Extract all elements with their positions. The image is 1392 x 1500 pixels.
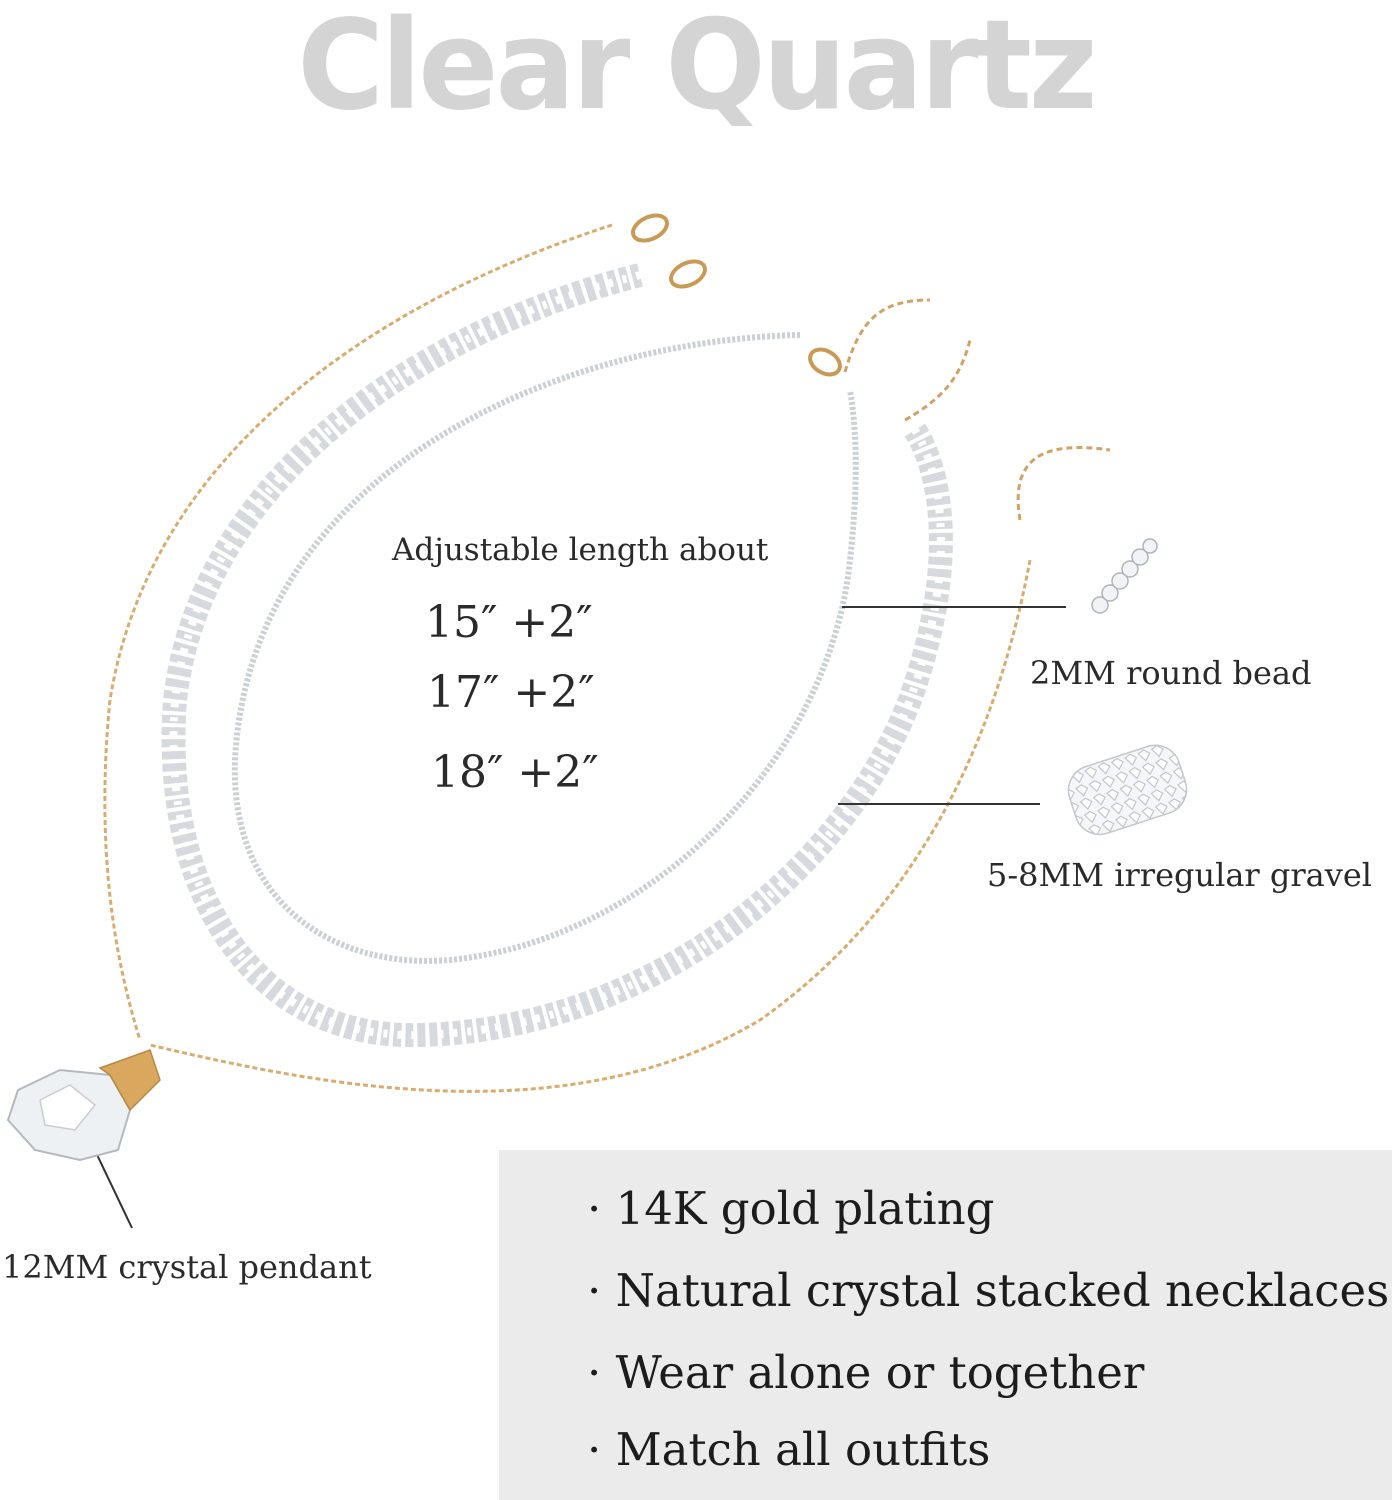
pendant-chain	[103, 223, 613, 1041]
gravel-sample	[1067, 744, 1188, 836]
round-bead-label: 2MM round bead	[1030, 654, 1312, 692]
feature-item: · Match all outfits	[587, 1423, 991, 1476]
crystal-pendant	[6, 1049, 161, 1162]
product-title: Clear Quartz	[297, 0, 1097, 138]
feature-item: · 14K gold plating	[587, 1182, 995, 1235]
length-option-17: 17″ +2″	[427, 667, 595, 718]
adjustable-length-caption: Adjustable length about	[392, 532, 769, 568]
length-option-18: 18″ +2″	[431, 747, 599, 798]
round-bead-sample	[1091, 538, 1158, 614]
features-panel: · 14K gold plating · Natural crystal sta…	[499, 1150, 1392, 1500]
gravel-label: 5-8MM irregular gravel	[987, 856, 1372, 894]
feature-item: · Wear alone or together	[587, 1346, 1145, 1399]
long-gold-chain	[149, 559, 1032, 1093]
round-bead-necklace	[231, 332, 859, 964]
clasps	[631, 213, 842, 377]
extender-chains	[843, 298, 1111, 521]
length-option-15: 15″ +2″	[425, 597, 593, 648]
pendant-label: 12MM crystal pendant	[2, 1248, 372, 1286]
feature-item: · Natural crystal stacked necklaces	[587, 1264, 1390, 1317]
